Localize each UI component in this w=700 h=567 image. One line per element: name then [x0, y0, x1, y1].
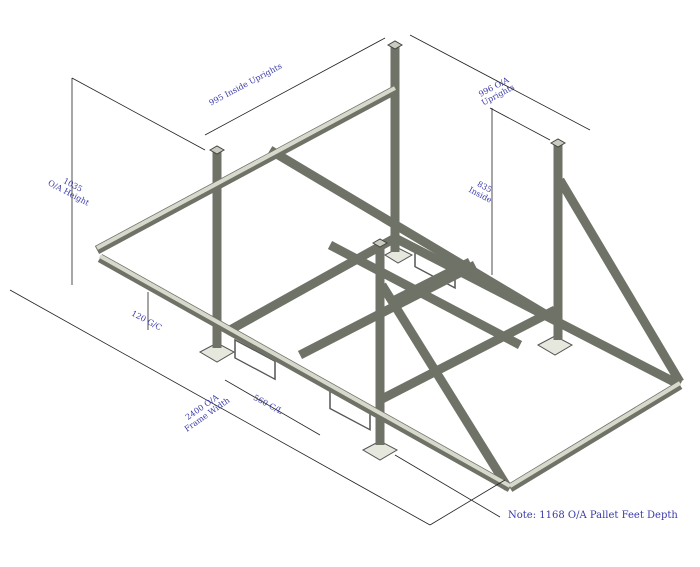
tubes [94, 45, 684, 492]
note-pallet-feet-depth: Note: 1168 O/A Pallet Feet Depth [508, 510, 678, 521]
foot [361, 440, 399, 461]
feet [198, 247, 574, 461]
dimension-lines [9, 34, 591, 526]
foot [198, 342, 236, 363]
post-caps [208, 40, 567, 248]
foot [536, 335, 574, 356]
